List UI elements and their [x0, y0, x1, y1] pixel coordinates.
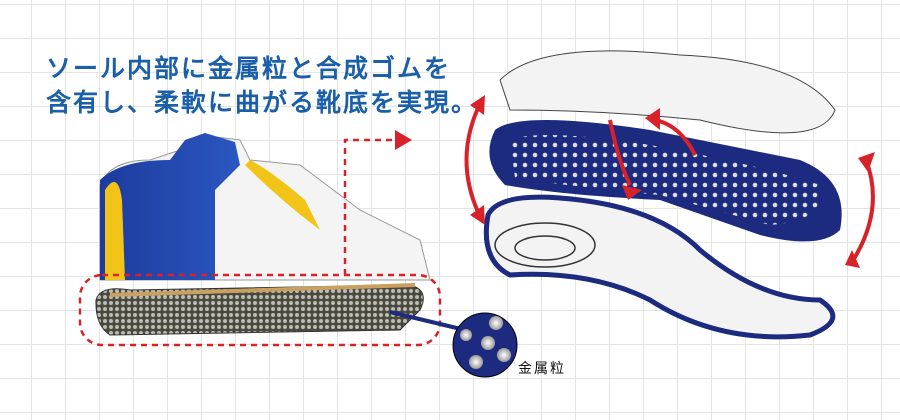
metal-particle-callout: [452, 312, 518, 378]
insole-layers-illustration: [483, 50, 842, 340]
flex-arrows: [464, 107, 875, 264]
shoe-illustration: [95, 133, 431, 336]
sole-highlight: [78, 273, 442, 347]
headline-line-1: ソール内部に金属粒と合成ゴムを: [46, 54, 452, 83]
headline-line-2: 含有し、柔軟に曲がる靴底を実現。: [46, 88, 479, 117]
arrow-right-icon: [395, 130, 412, 150]
headline: ソール内部に金属粒と合成ゴムを 含有し、柔軟に曲がる靴底を実現。: [46, 52, 478, 120]
metal-particle-label: 金属粒: [518, 361, 566, 377]
